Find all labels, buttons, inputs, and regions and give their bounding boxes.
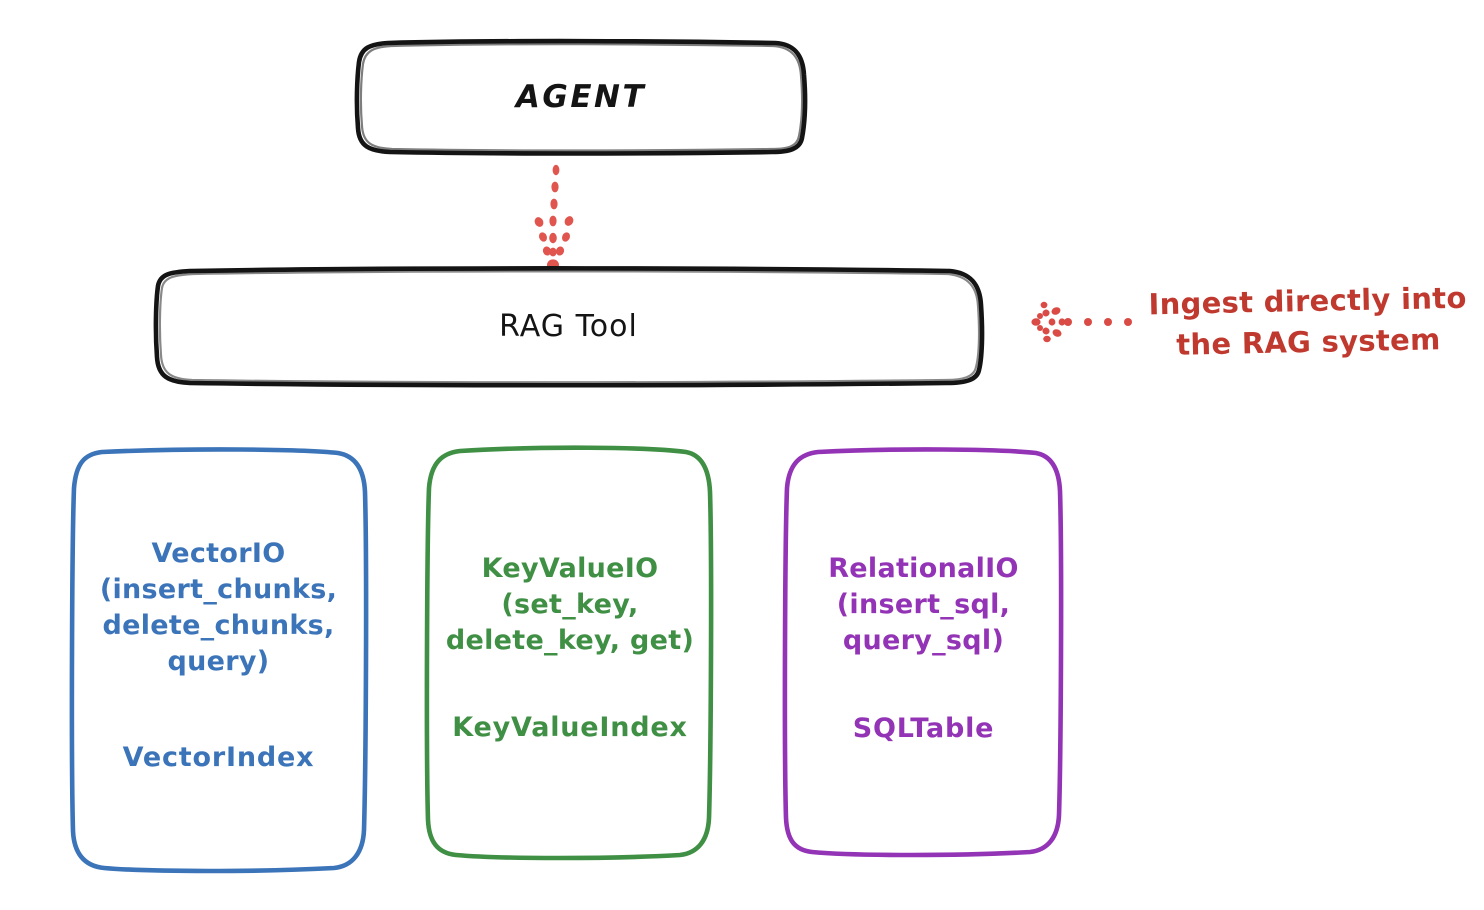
ingest-to-rag-dotted-arrow: [1031, 301, 1132, 343]
ingest-annotation-label: Ingest directly into the RAG system: [1148, 280, 1467, 362]
rag-tool-label: RAG Tool: [499, 309, 638, 344]
agent-to-rag-dotted-arrow: [534, 164, 574, 271]
keyvalue-io-label: KeyValueIO (set_key, delete_key, get): [445, 553, 695, 656]
relational-io-label: RelationalIO (insert_sql, query_sql): [828, 553, 1019, 656]
agent-label: AGENT: [515, 78, 647, 115]
keyvalue-index-label: KeyValueIndex: [452, 712, 688, 743]
relational-index-label: SQLTable: [852, 713, 995, 744]
vector-io-label: VectorIO (insert_chunks, delete_chunks, …: [99, 538, 338, 677]
vector-index-label: VectorIndex: [122, 742, 315, 773]
